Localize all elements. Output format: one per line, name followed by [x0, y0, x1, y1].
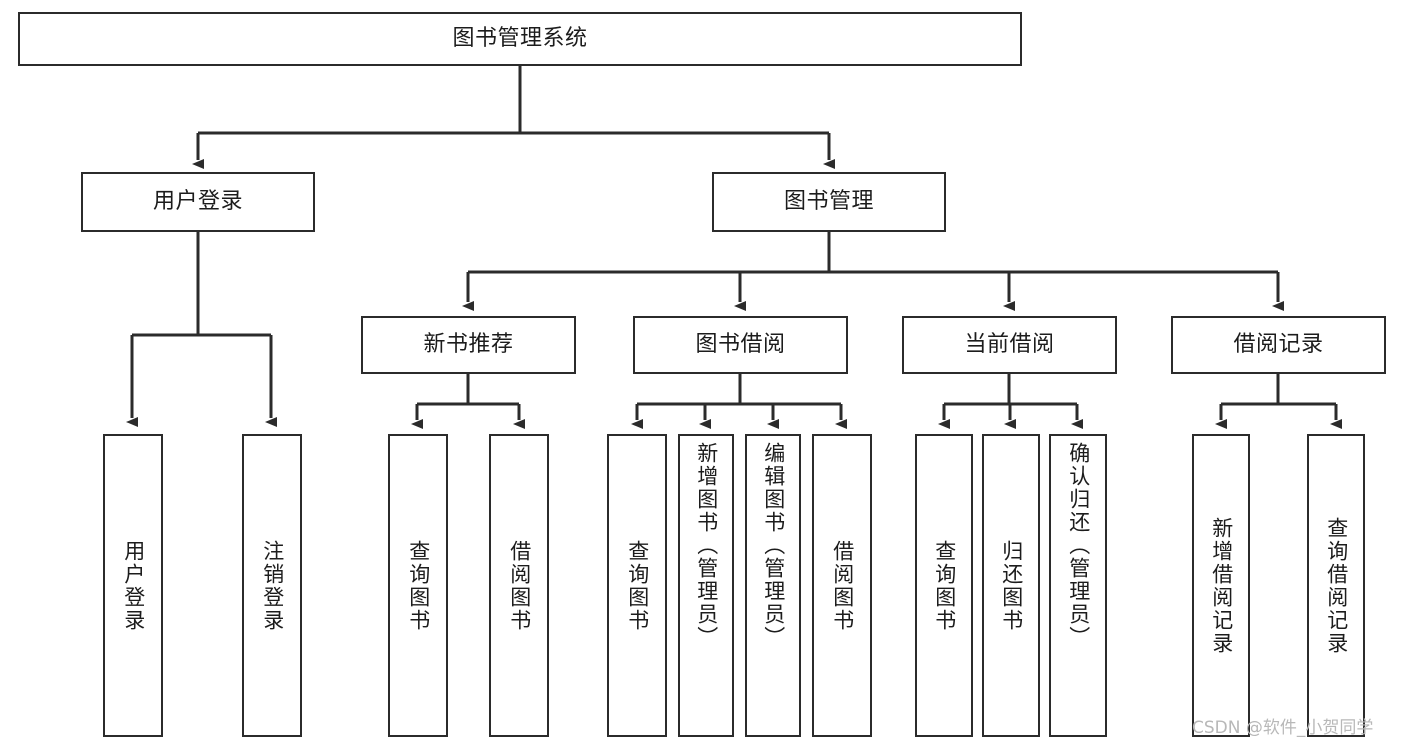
node-label: 新增借阅记录 [1209, 516, 1234, 655]
leaf-borrow-book-recommend[interactable]: 借阅图书 [489, 434, 549, 737]
leaf-user-login[interactable]: 用户登录 [103, 434, 163, 737]
leaf-borrow-book[interactable]: 借阅图书 [812, 434, 872, 737]
node-label: 用户登录 [152, 189, 243, 215]
leaf-confirm-return-admin[interactable]: 确认归还（管理员） [1049, 434, 1107, 737]
node-label: 借阅图书 [507, 539, 532, 632]
node-label: 图书借阅 [695, 332, 786, 358]
node-book-management[interactable]: 图书管理 [712, 172, 946, 232]
leaf-query-borrow-record[interactable]: 查询借阅记录 [1307, 434, 1365, 737]
leaf-add-book-admin[interactable]: 新增图书（管理员） [678, 434, 734, 737]
node-label: 归还图书 [999, 539, 1024, 632]
node-label: 注销登录 [260, 539, 285, 632]
node-user-login[interactable]: 用户登录 [81, 172, 315, 232]
node-current-borrow[interactable]: 当前借阅 [902, 316, 1117, 374]
node-book-borrow[interactable]: 图书借阅 [633, 316, 848, 374]
node-borrow-record[interactable]: 借阅记录 [1171, 316, 1386, 374]
node-label: 编辑图书（管理员） [761, 442, 786, 649]
leaf-query-book-recommend[interactable]: 查询图书 [388, 434, 448, 737]
node-label: 当前借阅 [964, 332, 1055, 358]
node-label: 借阅记录 [1233, 332, 1324, 358]
node-label: 图书管理 [783, 189, 874, 215]
node-label: 查询借阅记录 [1324, 516, 1349, 655]
node-label: 查询图书 [406, 539, 431, 632]
node-label: 借阅图书 [830, 539, 855, 632]
node-label: 查询图书 [625, 539, 650, 632]
leaf-add-borrow-record[interactable]: 新增借阅记录 [1192, 434, 1250, 737]
node-label: 新书推荐 [423, 332, 514, 358]
leaf-query-book-borrow[interactable]: 查询图书 [607, 434, 667, 737]
node-new-book-recommend[interactable]: 新书推荐 [361, 316, 576, 374]
node-label: 用户登录 [121, 539, 146, 632]
leaf-return-book[interactable]: 归还图书 [982, 434, 1040, 737]
node-label: 确认归还（管理员） [1066, 442, 1091, 649]
node-label: 新增图书（管理员） [694, 442, 719, 649]
csdn-watermark: CSDN @软件_小贺同学 [1192, 718, 1374, 738]
node-label: 图书管理系统 [452, 26, 588, 52]
leaf-logout-login[interactable]: 注销登录 [242, 434, 302, 737]
leaf-edit-book-admin[interactable]: 编辑图书（管理员） [745, 434, 801, 737]
node-root-system[interactable]: 图书管理系统 [18, 12, 1022, 66]
node-label: 查询图书 [932, 539, 957, 632]
leaf-query-book-current[interactable]: 查询图书 [915, 434, 973, 737]
